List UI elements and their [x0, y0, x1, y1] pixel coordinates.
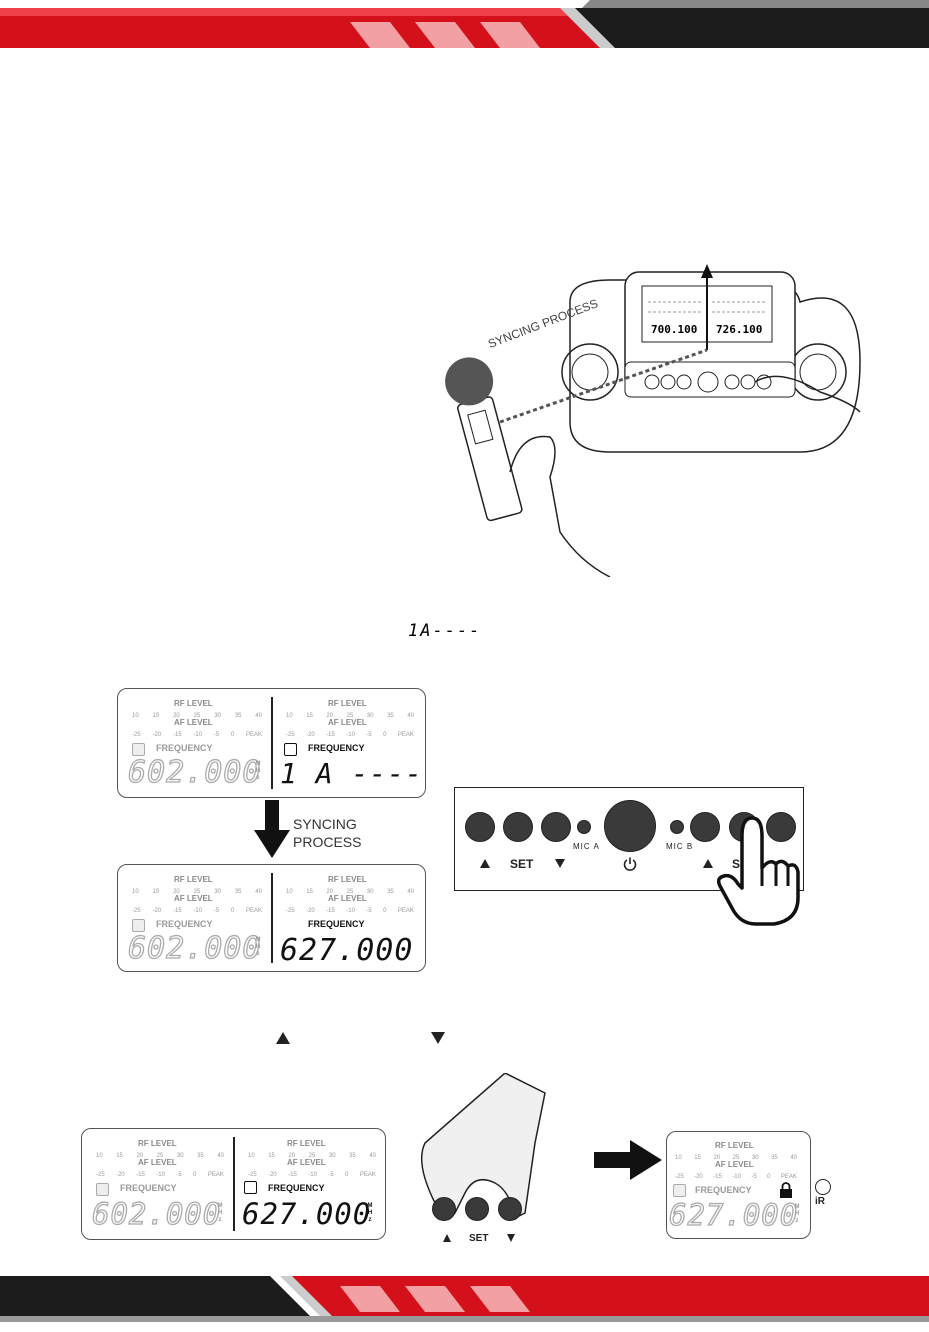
rf-level-label: RF LEVEL	[328, 875, 367, 884]
down-arrow-icon	[254, 800, 290, 858]
power-icon	[623, 857, 637, 871]
frequency-value-left: 602.000	[127, 930, 262, 966]
af-level-label: AF LEVEL	[287, 1158, 326, 1167]
up-triangle-icon	[443, 1234, 451, 1242]
up-button[interactable]	[432, 1197, 456, 1221]
frequency-label: FREQUENCY	[308, 743, 365, 753]
frequency-label: FREQUENCY	[268, 1183, 325, 1193]
up-button-a[interactable]	[465, 812, 495, 842]
af-level-label: AF LEVEL	[138, 1158, 177, 1167]
af-level-label: AF LEVEL	[328, 718, 367, 727]
channel-code: 1A----	[408, 621, 482, 641]
frequency-value-right: 627.000	[280, 933, 414, 968]
right-arrow-icon	[594, 1140, 662, 1180]
power-button[interactable]	[604, 800, 656, 852]
af-level-label: AF LEVEL	[174, 718, 213, 727]
set-label: SET	[510, 857, 534, 871]
speaker-icon	[96, 1183, 109, 1196]
frequency-value-left: 602.000	[91, 1196, 222, 1231]
frequency-label: FREQUENCY	[156, 919, 213, 929]
frequency-label: FREQUENCY	[695, 1185, 752, 1195]
down-triangle-icon	[431, 1032, 445, 1044]
af-level-label: AF LEVEL	[174, 894, 213, 903]
down-triangle-icon	[555, 859, 565, 868]
frequency-label: FREQUENCY	[120, 1183, 177, 1193]
pointing-hand-icon	[716, 816, 800, 926]
mic-b-label: MIC B	[666, 842, 694, 851]
rf-level-label: RF LEVEL	[174, 699, 213, 708]
down-triangle-icon	[507, 1234, 515, 1242]
rf-level-label: RF LEVEL	[174, 875, 213, 884]
up-button-b[interactable]	[690, 812, 720, 842]
illustration-display-left: 700.100	[651, 323, 698, 336]
speaker-icon	[673, 1184, 686, 1197]
rf-level-label: RF LEVEL	[715, 1141, 754, 1150]
syncing-process-label: SYNCING PROCESS	[293, 816, 362, 850]
bottom-banner	[0, 1276, 929, 1322]
down-button-b[interactable]	[766, 812, 796, 842]
up-triangle-icon	[276, 1032, 290, 1044]
frequency-label: FREQUENCY	[308, 919, 365, 929]
lock-icon	[780, 1182, 792, 1198]
illustration-display-right: 726.100	[716, 323, 763, 336]
mic-a-indicator	[577, 820, 591, 834]
down-button[interactable]	[498, 1197, 522, 1221]
channel-code-value: 1 A ----	[280, 757, 423, 790]
syncing-illustration	[445, 264, 861, 577]
set-label: SET	[469, 1233, 489, 1244]
frequency-value-left: 602.000	[127, 754, 262, 790]
frequency-label: FREQUENCY	[156, 743, 213, 753]
set-button[interactable]	[465, 1197, 489, 1221]
down-button-a[interactable]	[541, 812, 571, 842]
speaker-icon	[132, 919, 145, 932]
mic-b-indicator	[670, 820, 684, 834]
up-triangle-icon	[480, 859, 490, 868]
af-level-label: AF LEVEL	[328, 894, 367, 903]
speaker-icon	[132, 743, 145, 756]
frequency-value-right: 627.000	[242, 1197, 372, 1231]
up-triangle-icon	[703, 859, 713, 868]
top-banner	[0, 0, 929, 48]
set-button-a[interactable]	[503, 812, 533, 842]
af-level-label: AF LEVEL	[715, 1160, 754, 1169]
rf-level-label: RF LEVEL	[328, 699, 367, 708]
rf-level-label: RF LEVEL	[138, 1139, 177, 1148]
mic-a-label: MIC A	[573, 842, 600, 851]
ir-sensor-icon	[815, 1179, 831, 1195]
ir-label: iR	[815, 1196, 825, 1207]
speaker-icon	[244, 1181, 257, 1194]
frequency-value-locked: 627.000	[668, 1197, 799, 1232]
rf-level-label: RF LEVEL	[287, 1139, 326, 1148]
speaker-icon	[284, 743, 297, 756]
